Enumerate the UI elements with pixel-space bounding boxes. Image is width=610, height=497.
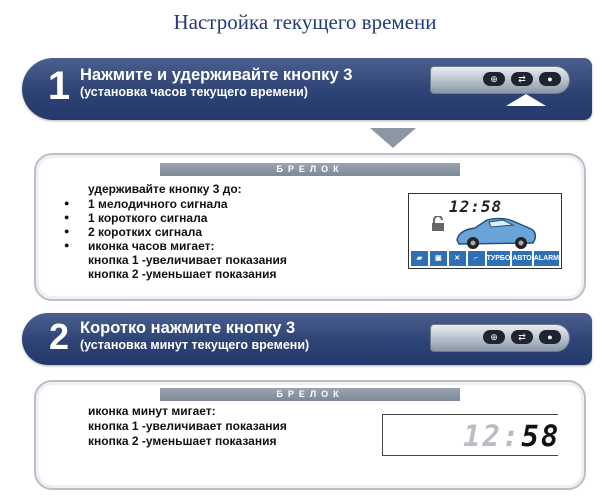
car-icon — [456, 217, 537, 249]
lcd-time-minutes: 12:58 — [463, 419, 560, 453]
unlock-icon: ▣ — [429, 251, 447, 266]
fob-button-2-icon: ⇄ — [511, 72, 533, 86]
fob-button-2-icon: ⇄ — [511, 330, 533, 344]
pistol-icon: ▰ — [411, 251, 428, 266]
turbo-label: ТУРБО — [486, 251, 511, 266]
arrow-up-icon — [506, 94, 546, 106]
lcd-minutes: 58 — [521, 419, 561, 453]
panel-2-button1-text: кнопка 1 -увеличивает показания — [88, 419, 287, 433]
panel-1-button2-text: кнопка 2 -уменьшает показания — [88, 267, 277, 281]
key-fob-icon: ⊕ ⇄ ● — [430, 66, 570, 94]
key-fob-icon: ⊕ ⇄ ● — [430, 324, 570, 352]
bullet-item: 1 короткого сигнала — [64, 211, 207, 225]
panel-2-intro: иконка минут мигает: — [88, 404, 216, 418]
fob-button-1-icon: ⊕ — [483, 72, 505, 86]
alarm-label: ALARM — [533, 251, 560, 266]
step-1-subheading: (установка часов текущего времени) — [80, 85, 308, 99]
auto-label: АВТО — [512, 251, 532, 266]
panel-1-intro: удерживайте кнопку 3 до: — [88, 182, 242, 196]
fob-panel-2: БРЕЛОК иконка минут мигает: кнопка 1 -ув… — [34, 380, 586, 490]
step-1-heading: Нажмите и удерживайте кнопку 3 — [80, 66, 353, 84]
step-2-number: 2 — [48, 316, 70, 357]
bullet-item: 1 мелодичного сигнала — [64, 197, 227, 211]
step-2-subheading: (установка минут текущего времени) — [80, 338, 310, 352]
bullet-item: иконка часов мигает: — [64, 239, 214, 253]
down-arrow-icon — [370, 128, 416, 148]
panel-1-tag: БРЕЛОК — [160, 163, 460, 176]
panel-2-tag: БРЕЛОК — [160, 388, 460, 401]
lcd-hours: 12: — [463, 419, 522, 453]
step-1-banner: 1 Нажмите и удерживайте кнопку 3 (устано… — [22, 58, 592, 120]
fob-panel-1: БРЕЛОК удерживайте кнопку 3 до: 1 мелоди… — [34, 153, 586, 301]
lcd-time: 12:58 — [449, 197, 503, 216]
lcd-icon-strip: ▰ ▣ ✕ ⌐ ТУРБО АВТО ALARM — [411, 251, 560, 266]
bullet-item: 2 коротких сигнала — [64, 225, 202, 239]
step-1-number: 1 — [47, 64, 71, 108]
step-2-heading: Коротко нажмите кнопку 3 — [80, 319, 296, 337]
step-2-banner: 2 Коротко нажмите кнопку 3 (установка ми… — [22, 313, 592, 365]
fob-lcd-display: 12:58 ▰ ▣ ✕ ⌐ ТУРБО АВТО ALARM — [408, 193, 562, 269]
lock-icon — [432, 216, 444, 231]
wrench-icon: ⌐ — [467, 251, 485, 266]
fob-button-3-icon: ● — [539, 72, 561, 86]
panel-2-button2-text: кнопка 2 -уменьшает показания — [88, 434, 277, 448]
fob-button-3-icon: ● — [539, 330, 561, 344]
fob-lcd-display-minutes: 12:58 — [382, 414, 558, 456]
page-title: Настройка текущего времени — [173, 10, 437, 34]
tools-icon: ✕ — [448, 251, 466, 266]
fob-button-1-icon: ⊕ — [483, 330, 505, 344]
panel-1-button1-text: кнопка 1 -увеличивает показания — [88, 253, 287, 267]
